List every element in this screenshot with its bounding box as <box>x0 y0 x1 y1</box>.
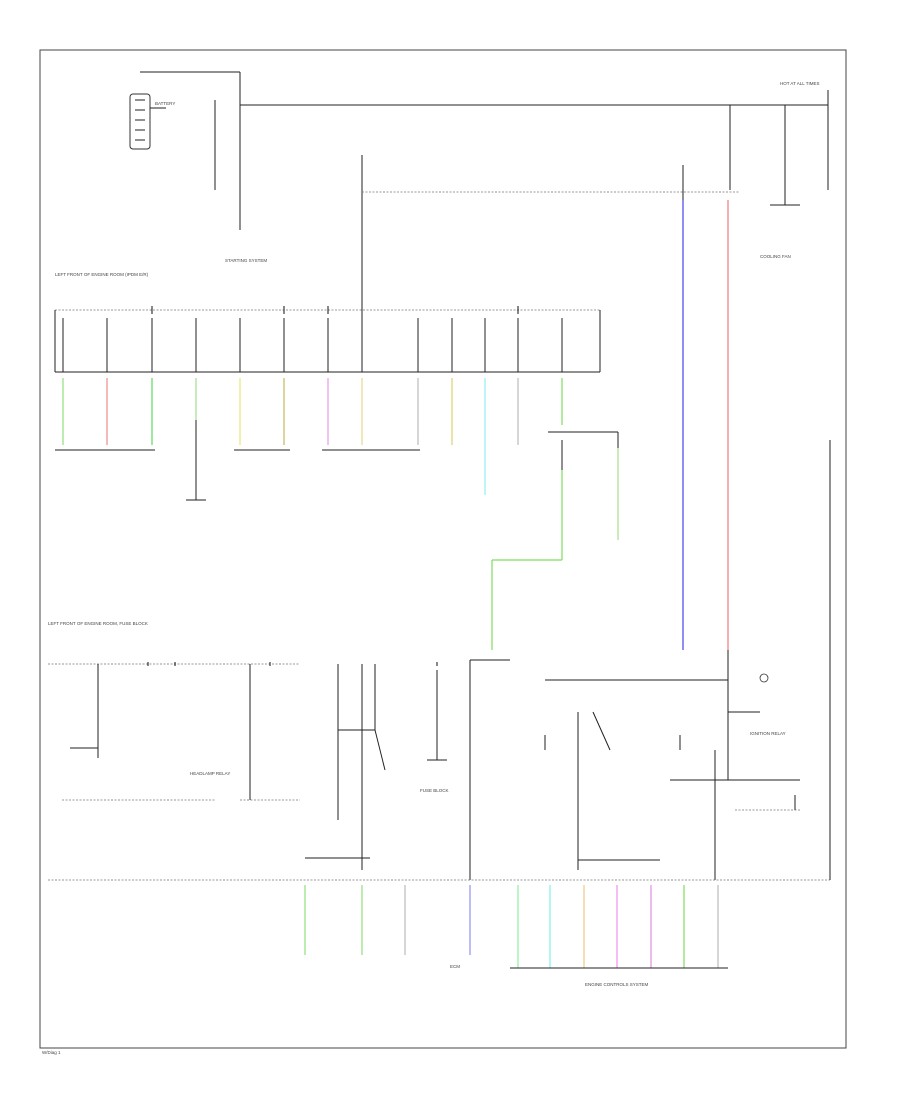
starting-system-label: STARTING SYSTEM <box>225 258 267 263</box>
ground-icon <box>759 673 769 683</box>
ipdm-output-wires <box>55 378 563 501</box>
frame-label: W/Diag 1 <box>42 1050 61 1055</box>
engine-controls-label: ENGINE CONTROLS SYSTEM <box>585 982 649 987</box>
fuse-block-section: LEFT FRONT OF ENGINE ROOM, FUSE BLOCK HE… <box>48 621 800 880</box>
battery-section: BATTERY <box>129 93 175 150</box>
battery-icon <box>129 93 151 150</box>
fuse-block-label: FUSE BLOCK <box>420 788 449 793</box>
hot-bus-top: HOT AT ALL TIMES STARTING SYSTEM <box>140 71 829 263</box>
fused-bus: COOLING FAN <box>361 155 800 345</box>
cooling-fan-label: COOLING FAN <box>760 254 791 259</box>
ignition-relay-label: IGNITION RELAY <box>750 731 786 736</box>
connector-ticks <box>147 306 519 666</box>
relay-area <box>491 431 619 650</box>
left-ipdm-bottom-label: LEFT FRONT OF ENGINE ROOM, FUSE BLOCK <box>48 621 148 626</box>
diagram-frame <box>39 49 847 1049</box>
ecm-label: ECM <box>450 964 460 969</box>
headlamp-relay-label: HEADLAMP RELAY <box>190 771 230 776</box>
battery-label: BATTERY <box>155 101 175 106</box>
left-ipdm-top-label: LEFT FRONT OF ENGINE ROOM (IPDM E/R) <box>55 272 149 277</box>
ecm-bus: ENGINE CONTROLS SYSTEM ECM <box>48 440 831 987</box>
long-wires <box>682 200 729 650</box>
hot-at-all-times-label: HOT AT ALL TIMES <box>780 81 820 86</box>
ipdm-fuse-row: LEFT FRONT OF ENGINE ROOM (IPDM E/R) <box>54 272 601 373</box>
